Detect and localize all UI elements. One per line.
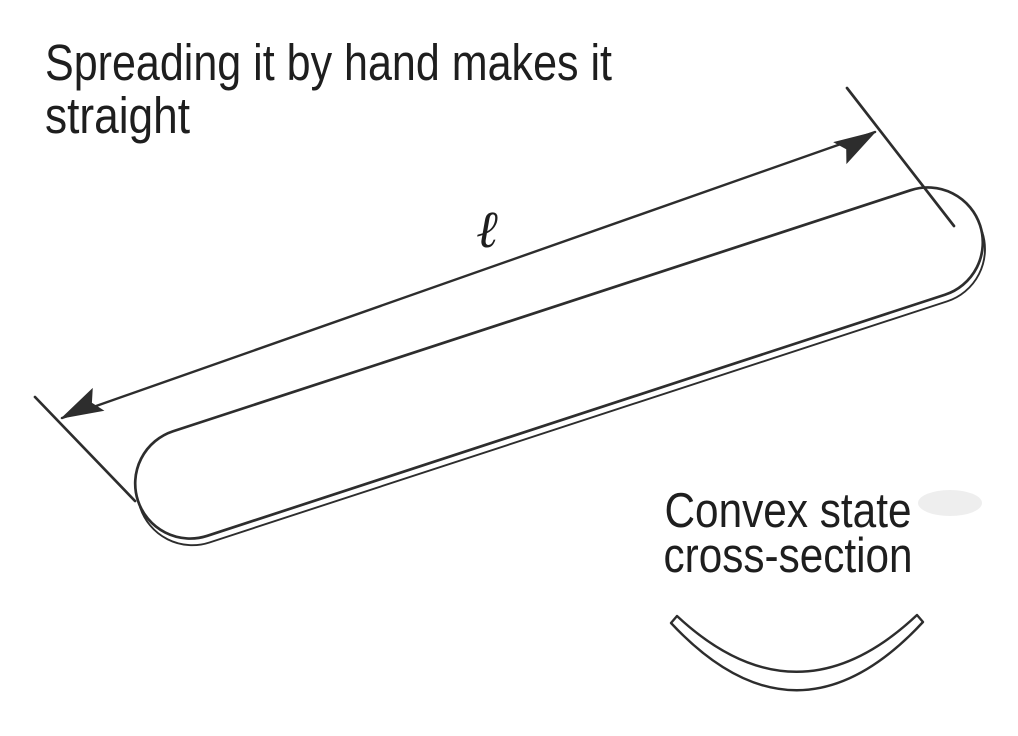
tape-thickness-edge	[139, 231, 986, 547]
length-symbol: ℓ	[476, 200, 498, 260]
extension-line-left	[33, 395, 137, 503]
dimension-line	[60, 130, 877, 420]
cross-section-arc	[669, 613, 925, 692]
scan-smudge	[918, 490, 982, 516]
tape-strip	[133, 186, 986, 547]
dimension-arrow-right-icon	[833, 131, 877, 165]
tape-outline	[133, 186, 985, 540]
annotation-line-1: Spreading it by hand makes it	[45, 34, 612, 91]
cross-section-label-line-1: Convex state	[665, 484, 912, 538]
dimension-callout: ℓ	[33, 86, 956, 503]
extension-line-right	[845, 86, 956, 228]
dimension-arrow-left-icon	[60, 387, 105, 419]
cross-section-label-line-2: cross-section	[664, 529, 913, 583]
annotation-line-2: straight	[45, 87, 190, 144]
